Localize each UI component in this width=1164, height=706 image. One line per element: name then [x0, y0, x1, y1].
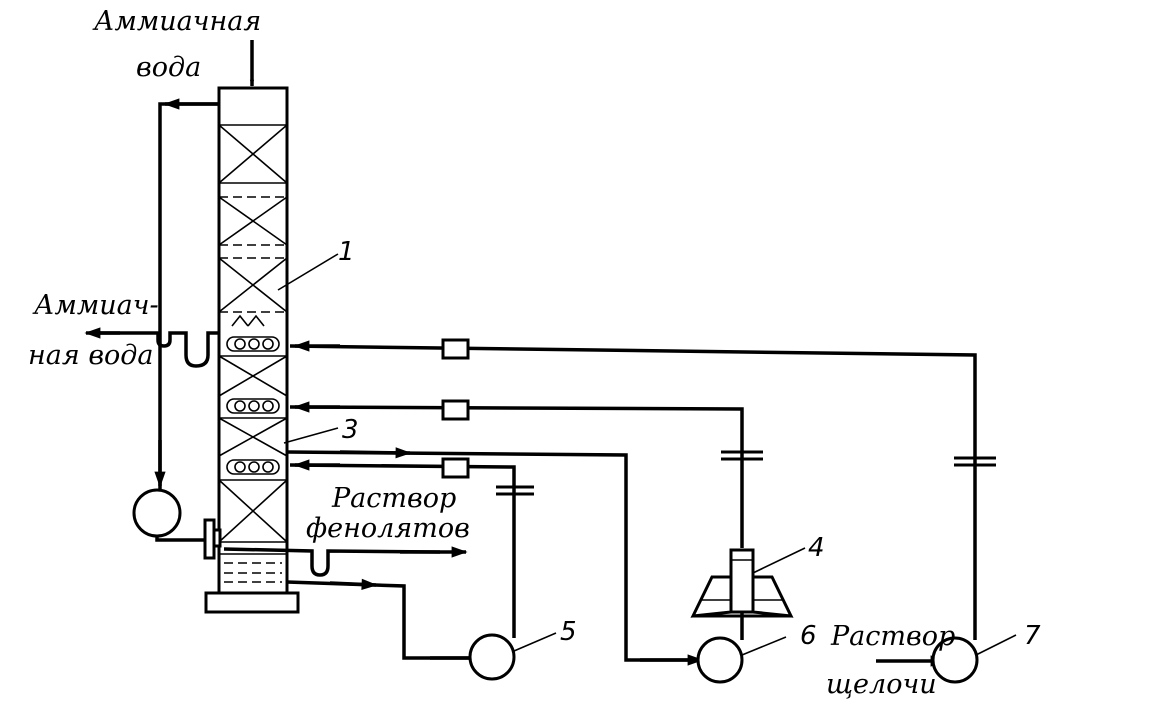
bottom-outlet-arrow: [329, 578, 378, 590]
coil-tray-middle: [226, 398, 280, 414]
leader-6: [741, 636, 787, 656]
leader-3: [283, 427, 339, 444]
ammonia-water-out-pipe: [92, 331, 219, 368]
coil-upper-line: [289, 344, 977, 640]
pump-5: [468, 633, 516, 681]
label-alkali-1: Раствор: [830, 621, 955, 652]
leader-5: [513, 632, 557, 652]
number-3: 3: [342, 415, 359, 445]
column-1: [204, 86, 300, 614]
label-ammonia-water-in-1: Аммиачная: [92, 6, 261, 37]
bottom-to-pump5-line: [286, 580, 470, 660]
filter-4: [690, 548, 794, 618]
column-base: [204, 591, 300, 614]
flowmeter-lower: [441, 457, 470, 479]
orifice-upper: [954, 456, 996, 467]
coil-middle-line: [289, 405, 744, 548]
orifice-middle: [721, 450, 763, 461]
label-ammonia-water-out-2: ная вода: [28, 340, 154, 371]
valve-left: [203, 518, 222, 560]
label-phenolate-2: фенолятов: [306, 513, 470, 544]
column-shell: [217, 86, 289, 595]
number-6: 6: [800, 621, 817, 651]
flowmeter-middle: [441, 399, 470, 421]
coil-lower-line: [289, 463, 516, 638]
pump-7: [931, 636, 979, 684]
label-phenolate-1: Раствор: [331, 483, 456, 514]
orifice-lower: [496, 485, 534, 496]
label-alkali-2: щелочи: [826, 669, 937, 700]
phenolate-out-pipe: [223, 547, 441, 577]
pump-left-discharge: [155, 536, 206, 542]
number-1: 1: [338, 237, 355, 267]
bottom-sump: [219, 553, 287, 583]
packing-bed-upper: [218, 124, 288, 327]
label-ammonia-water-in-2: вода: [136, 52, 201, 83]
leader-1: [277, 253, 339, 291]
leader-7: [975, 634, 1017, 656]
side-draw-arrow: [339, 447, 412, 459]
leader-4: [752, 547, 806, 574]
pump-left: [132, 488, 182, 538]
coil-tray-upper: [226, 336, 280, 352]
pump-6: [696, 636, 744, 684]
top-recycle-pipe: [158, 102, 219, 490]
coil-tray-lower: [226, 459, 280, 475]
number-4: 4: [808, 533, 825, 563]
number-5: 5: [560, 617, 577, 647]
label-ammonia-water-out-1: Аммиач-: [32, 290, 159, 321]
flowmeter-upper: [441, 338, 470, 360]
number-7: 7: [1024, 621, 1041, 651]
